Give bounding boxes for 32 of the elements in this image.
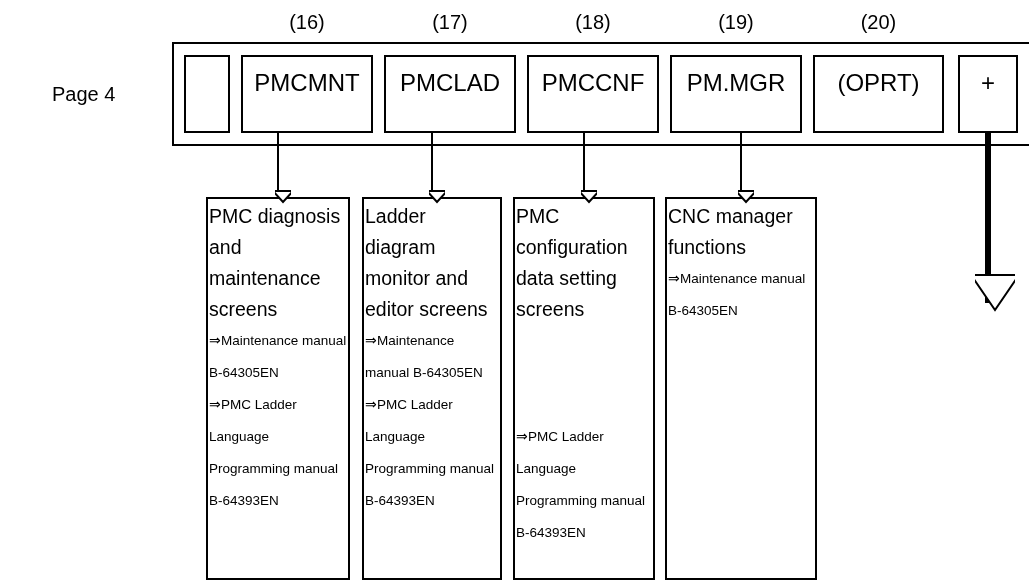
arrow xyxy=(578,132,600,203)
description-box xyxy=(513,197,655,580)
manual-reference: ⇒PMC Ladder Language Programming manual B-64393EN xyxy=(516,428,647,542)
softkey-label: + xyxy=(981,69,995,97)
function-title: CNC manager functions xyxy=(668,204,794,260)
arrow xyxy=(735,132,757,203)
softkey xyxy=(184,55,230,133)
softkey-number: (16) xyxy=(288,10,326,34)
arrow xyxy=(272,132,294,203)
softkey-label: PM.MGR xyxy=(686,69,786,97)
description-box xyxy=(665,197,817,580)
page-label: Page 4 xyxy=(52,82,116,106)
description-box xyxy=(206,197,350,580)
manual-reference: ⇒Maintenance manual B-64305EN xyxy=(209,332,348,382)
arrow xyxy=(426,132,448,203)
softkey-label: PMCLAD xyxy=(400,69,500,97)
softkey-number: (19) xyxy=(717,10,755,34)
manual-reference: ⇒Maintenance manual B-64305EN xyxy=(668,270,807,320)
description-box xyxy=(362,197,502,580)
softkey xyxy=(958,55,1018,133)
softkey-number: (20) xyxy=(859,10,898,34)
function-title: PMC configuration data setting screens xyxy=(516,204,629,322)
softkey-label: PMCMNT xyxy=(254,69,360,97)
softkey-label: PMCCNF xyxy=(541,69,645,97)
function-title: Ladder diagram monitor and editor screens xyxy=(365,204,489,322)
softkey-number: (18) xyxy=(574,10,612,34)
function-title: PMC diagnosis and maintenance screens xyxy=(209,204,342,322)
softkey-number: (17) xyxy=(431,10,469,34)
manual-reference: ⇒PMC Ladder Language Programming manual B-64393EN xyxy=(209,396,340,510)
softkey-label: (OPRT) xyxy=(837,69,920,97)
manual-reference: ⇒Maintenance manual B-64305EN xyxy=(365,332,484,382)
manual-reference: ⇒PMC Ladder Language Programming manual B-64393EN xyxy=(365,396,496,510)
